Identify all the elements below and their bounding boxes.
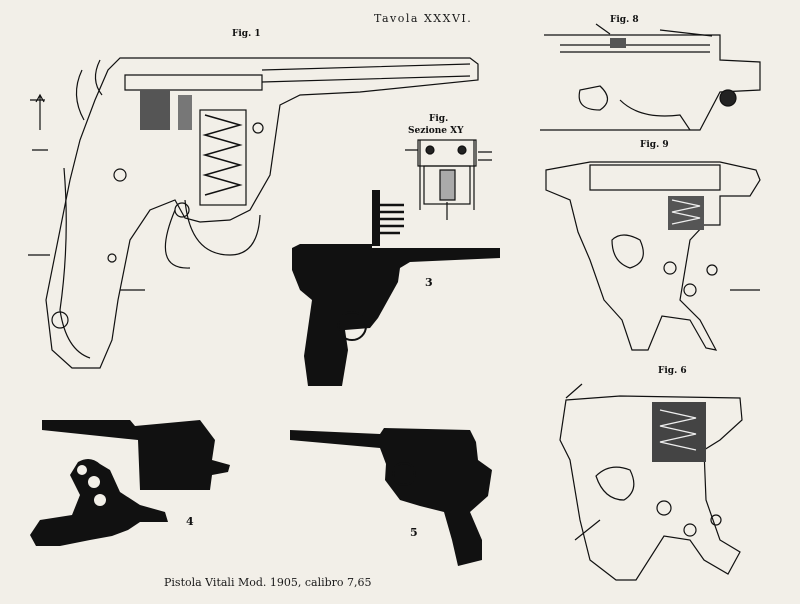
section-xy-label: Sezione XY bbox=[408, 126, 464, 136]
plate-caption: Pistola Vitali Mod. 1905, calibro 7,65 bbox=[164, 576, 372, 589]
section-xy-drawing bbox=[405, 139, 492, 220]
figure-1-drawing bbox=[28, 57, 479, 369]
figure-top-right-drawing bbox=[540, 23, 761, 131]
plate-title: Tavola XXXVI. bbox=[374, 12, 473, 25]
figure-bottom-right-label: Fig. 6 bbox=[658, 366, 687, 376]
figure-5-silhouette bbox=[290, 428, 492, 566]
figure-bottom-right-drawing bbox=[559, 383, 743, 581]
figure-1-label: Fig. 1 bbox=[232, 29, 261, 39]
figure-3-silhouette bbox=[292, 190, 500, 386]
figure-xy-label: Fig. bbox=[429, 114, 449, 124]
figure-mid-right-drawing bbox=[545, 161, 761, 351]
figure-4-number: 4 bbox=[186, 515, 194, 528]
figure-top-right-label: Fig. 8 bbox=[610, 15, 639, 25]
figure-5-number: 5 bbox=[410, 526, 418, 539]
figure-mid-right-label: Fig. 9 bbox=[640, 140, 669, 150]
figure-4-silhouette bbox=[30, 420, 230, 546]
figure-3-number: 3 bbox=[425, 276, 433, 289]
